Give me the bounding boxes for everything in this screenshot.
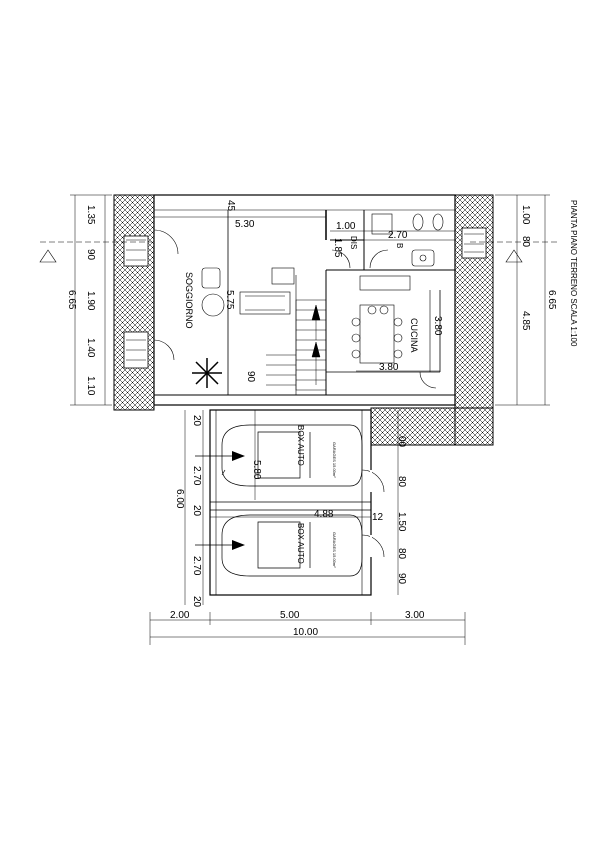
dim-garage-1-50: 1.50 [396, 512, 407, 532]
dim-garage-80-a: 80 [396, 476, 407, 488]
dim-3-80-vertical: 3.80 [432, 316, 443, 336]
dim-bottom-2-00: 2.00 [170, 610, 190, 621]
dim-garage-6-00: 6.00 [174, 489, 185, 509]
entry-arrow-icon-upper [195, 451, 245, 461]
car-text-lower: GARAGES 15.00m² [332, 532, 337, 568]
dim-left-1-40: 1.40 [85, 338, 96, 358]
bathroom-fixtures [371, 213, 444, 267]
dim-right-6-65: 6.65 [546, 290, 557, 310]
dim-garage-20-b: 20 [191, 505, 202, 517]
dim-garage-12: 12 [372, 512, 384, 523]
left-dimension-chain: 1.35 90 1.90 1.40 1.10 6.65 [39, 194, 152, 406]
dim-1-85: 1.85 [332, 238, 343, 258]
dim-45: 45 [225, 200, 236, 212]
room-label-cucina: CUCINA [409, 318, 419, 353]
garage-label-lower: BOX AUTO [296, 523, 305, 564]
living-room-furniture [201, 267, 295, 317]
dim-3-80-horizontal: 3.80 [379, 362, 399, 373]
dim-bottom-5-00: 5.00 [280, 610, 300, 621]
dim-right-4-85: 4.85 [520, 311, 531, 331]
dim-garage-20-a: 20 [191, 415, 202, 427]
dim-right-80: 80 [520, 236, 531, 248]
dim-5-30: 5.30 [235, 219, 255, 230]
car-icon-lower [221, 514, 363, 577]
dim-left-6-65: 6.65 [66, 290, 77, 310]
dim-garage-80-b: 80 [396, 548, 407, 560]
bottom-dimension-chain: 2.00 5.00 3.00 10.00 [149, 610, 466, 645]
garage-label-upper: BOX AUTO [296, 425, 305, 466]
dim-90-stair: 90 [245, 371, 256, 383]
entry-arrow-icon-lower [195, 540, 245, 550]
dim-garage-4-88: 4.88 [314, 509, 334, 520]
garage-dimensions: 20 2.70 20 2.70 20 6.00 5.80 4.88 12 00 … [174, 410, 407, 608]
kitchen-table [351, 275, 431, 372]
staircase [266, 299, 327, 391]
room-label-dis: DIS [349, 236, 358, 249]
interior-dimensions: 45 5.30 1.00 2.70 1.85 5.75 3.80 3.80 90 [154, 200, 455, 383]
dim-garage-2-70-a: 2.70 [191, 466, 202, 486]
dim-5-75: 5.75 [224, 290, 235, 310]
garage-walls [209, 409, 385, 596]
interior-doors [153, 229, 437, 389]
dim-garage-5-80: 5.80 [251, 460, 262, 480]
dim-bottom-3-00: 3.00 [405, 610, 425, 621]
car-text-upper: GARAGES 15.00m² [332, 442, 337, 478]
plant-icon [192, 358, 222, 388]
dim-2-70-top: 2.70 [388, 230, 408, 241]
dim-garage-2-70-b: 2.70 [191, 556, 202, 576]
dim-left-1-10: 1.10 [85, 376, 96, 396]
dim-right-1-00: 1.00 [520, 205, 531, 225]
dim-left-1-90: 1.90 [85, 291, 96, 311]
dim-1-00: 1.00 [336, 221, 356, 232]
exterior-wall-hatching [113, 194, 494, 446]
dim-garage-00: 00 [396, 436, 407, 448]
dim-left-90: 90 [85, 249, 96, 261]
room-label-bath: B [395, 243, 404, 248]
room-label-soggiorno: SOGGIORNO [184, 272, 194, 329]
dim-garage-90: 90 [396, 573, 407, 585]
dim-garage-20-c: 20 [191, 596, 202, 608]
right-dimension-chain: 1.00 80 6.65 4.85 [470, 194, 560, 406]
car-icon-upper [221, 424, 363, 487]
plan-title: PIANTA PIANO TERRENO SCALA 1:100 [569, 200, 578, 347]
dim-left-1-35: 1.35 [85, 205, 96, 225]
dim-bottom-10-00: 10.00 [293, 627, 318, 638]
